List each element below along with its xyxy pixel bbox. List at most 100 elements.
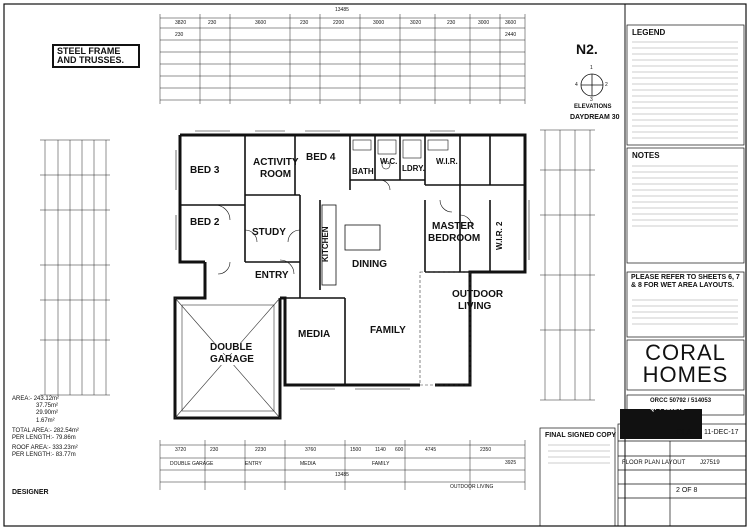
top-dimension-lines	[160, 17, 525, 101]
top-dim-total: 13485	[335, 7, 349, 13]
bottom-label-entry: ENTRY	[245, 461, 262, 467]
qbcc-number: QFT 52084C	[650, 406, 685, 412]
bottom-dim-6: 600	[395, 447, 404, 453]
bottom-dim-3: 3760	[305, 447, 317, 453]
area-entry: 1.67m²	[36, 417, 55, 424]
compass-3: 3	[590, 97, 593, 103]
orcc-number: ORCC 50792 / 514053	[650, 398, 712, 404]
room-laundry: LDRY.	[402, 164, 425, 173]
brand-line-1: CORAL	[645, 340, 726, 365]
room-outdoor: OUTDOOR	[452, 289, 504, 300]
bottom-dim-1: 230	[210, 447, 219, 453]
top-dim-9: 3600	[505, 20, 517, 26]
left-dimension-lines	[40, 139, 110, 396]
brand-line-2: HOMES	[642, 362, 729, 387]
design-name: DAYDREAM 30	[570, 114, 620, 121]
area-schedule: AREA:- 243.12m² 37.75m² 29.90m² 1.67m² T…	[12, 396, 122, 460]
sheet-number: 2 OF 8	[676, 487, 698, 494]
total-area-label: TOTAL AREA:-	[12, 427, 52, 434]
stamp-line-2: AND TRUSSES.	[57, 55, 125, 65]
elevation-compass	[580, 73, 604, 97]
brand-logo: CORAL HOMES	[627, 342, 744, 386]
top-dim-4: 2200	[333, 20, 345, 26]
roof-per-label: PER LENGTH:-	[12, 452, 55, 459]
room-bed-3: BED 3	[190, 165, 220, 176]
bottom-dim-7: 4745	[425, 447, 437, 453]
room-garage-2: GARAGE	[210, 354, 254, 365]
bottom-dim-5: 1140	[375, 447, 386, 453]
room-master: MASTER	[432, 221, 475, 232]
compass-4: 4	[575, 82, 578, 88]
steel-frame-stamp: STEEL FRAME AND TRUSSES.	[52, 44, 140, 68]
door-swings	[214, 179, 473, 275]
bottom-dim-total: 13485	[335, 472, 349, 478]
redaction-bar	[620, 409, 702, 439]
bottom-dim-0: 3720	[175, 447, 187, 453]
room-master-2: BEDROOM	[428, 233, 481, 244]
area-porch: 29.90m²	[36, 410, 59, 417]
issue-date: 11-DEC-17	[704, 429, 739, 436]
room-dining: DINING	[352, 259, 387, 270]
bottom-label-garage: DOUBLE GARAGE	[170, 461, 214, 467]
room-entry: ENTRY	[255, 270, 289, 281]
compass-2: 2	[605, 82, 608, 88]
bottom-dim-2: 2230	[255, 447, 267, 453]
top-dimension-ticks	[159, 14, 526, 104]
outdoor-living-dashes	[419, 271, 471, 386]
bottom-label-media: MEDIA	[300, 461, 316, 467]
area-living: 243.12m²	[33, 396, 60, 402]
top-dim-6: 3020	[410, 20, 422, 26]
bathroom-fixtures	[352, 139, 449, 170]
room-wir: W.I.R.	[436, 157, 458, 166]
compass-1: 1	[590, 65, 593, 71]
sheet-border	[3, 3, 747, 527]
kitchen-bench	[321, 204, 381, 286]
room-outdoor-2: LIVING	[458, 301, 492, 312]
top-dim-0: 3820	[175, 20, 187, 26]
room-wir-2: W.I.R. 2	[495, 221, 504, 250]
top-dim-3: 230	[300, 20, 309, 26]
room-bath: BATH	[352, 167, 374, 176]
top-dim-5: 3000	[373, 20, 385, 26]
client-code: CLA	[676, 428, 692, 437]
room-bed-4: BED 4	[306, 152, 336, 163]
roof-per-value: 83.77m	[55, 452, 76, 459]
job-number: J27519	[700, 460, 720, 466]
top-dim-2: 3600	[255, 20, 267, 26]
notes-title: NOTES	[632, 151, 660, 160]
roof-area-label: ROOF AREA:-	[12, 445, 51, 452]
elevations-label: ELEVATIONS	[574, 104, 612, 110]
bottom-dim-4: 1500	[350, 447, 362, 453]
room-study: STUDY	[252, 227, 286, 238]
room-garage: DOUBLE	[210, 342, 253, 353]
top-dim-10: 230	[175, 32, 184, 38]
bottom-label-outdoor: OUTDOOR LIVING	[450, 484, 494, 490]
room-family: FAMILY	[370, 325, 406, 336]
legend-rows	[548, 41, 738, 464]
bottom-label-family: FAMILY	[372, 461, 390, 467]
room-wc: W.C.	[380, 157, 398, 166]
stamp-line-1: STEEL FRAME	[57, 46, 121, 56]
room-activity-2: ROOM	[260, 169, 292, 180]
room-bed-2: BED 2	[190, 217, 220, 228]
refer-notice: PLEASE REFER TO SHEETS 6, 7 & 8 FOR WET …	[631, 274, 740, 289]
total-area-value: 282.54m²	[53, 427, 79, 434]
per-length-value: 79.86m	[55, 435, 76, 442]
bottom-dim-8: 2350	[480, 447, 492, 453]
top-dim-7: 230	[447, 20, 456, 26]
room-activity: ACTIVITY	[253, 157, 299, 168]
bottom-dimension-lines	[159, 440, 526, 490]
top-dim-8: 3000	[478, 20, 490, 26]
legend-title: LEGEND	[632, 28, 666, 37]
title-block-grid	[539, 24, 747, 527]
right-dimension-lines	[540, 129, 595, 401]
top-dim-11: 2440	[505, 32, 517, 38]
plan-code: N2.	[576, 41, 598, 57]
designer-label: DESIGNER	[12, 489, 49, 496]
area-label: AREA:-	[12, 396, 33, 402]
drawing-title: FLOOR PLAN LAYOUT	[622, 460, 686, 466]
room-media: MEDIA	[298, 329, 331, 340]
top-dim-1: 230	[208, 20, 217, 26]
room-kitchen: KITCHEN	[321, 226, 330, 262]
